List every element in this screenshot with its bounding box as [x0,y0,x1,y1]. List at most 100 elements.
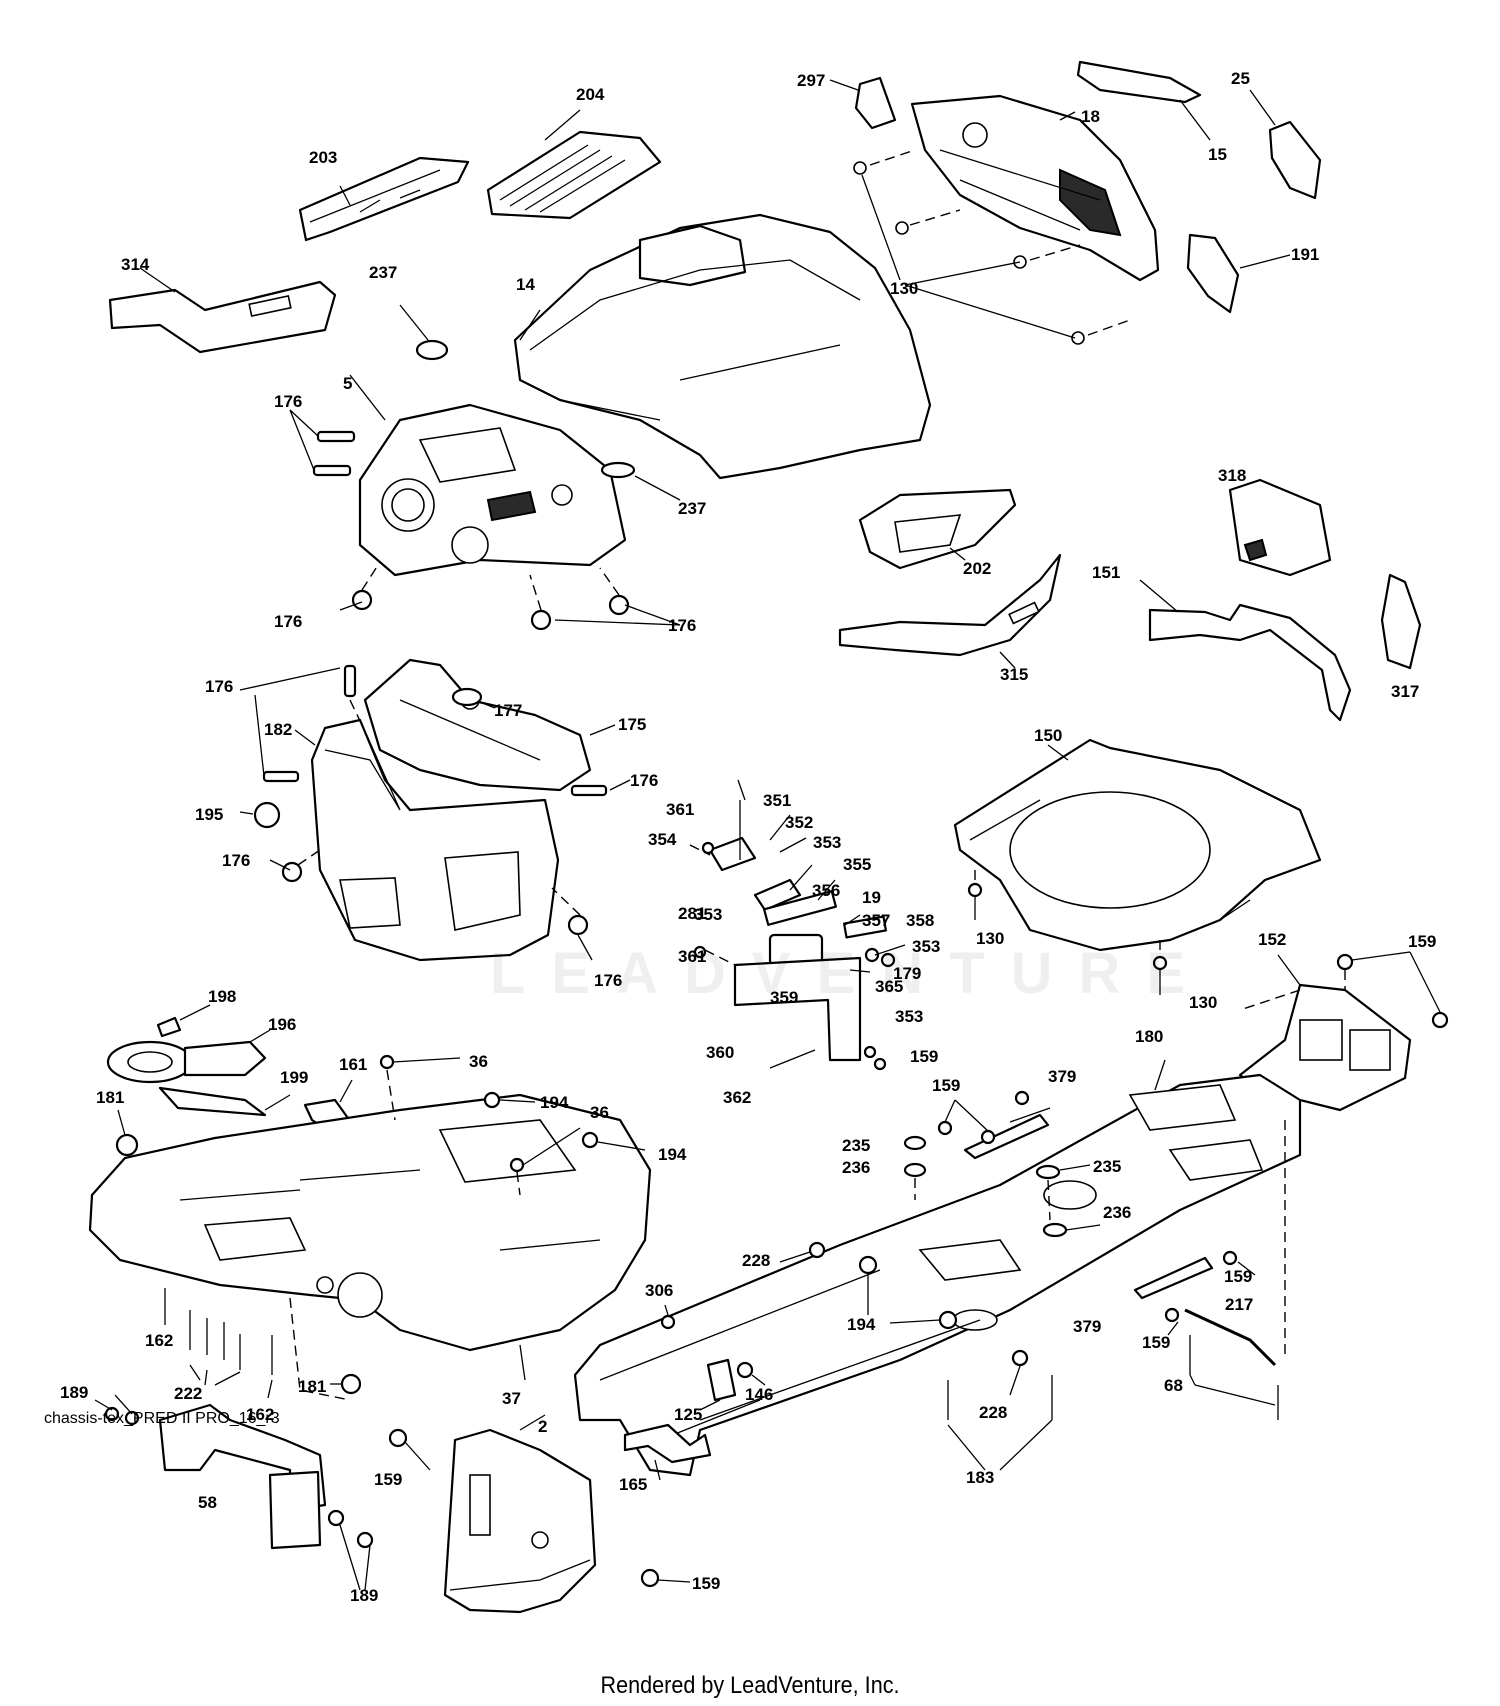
part-379-a [963,1113,1050,1160]
label-365: 365 [875,977,903,996]
label-181-b: 181 [298,1377,326,1396]
label-189-a: 189 [60,1383,88,1402]
part-58 [94,1394,374,1591]
part-18 [910,94,1160,282]
part-297 [854,76,897,130]
render-credit: Rendered by LeadVenture, Inc. [600,1672,900,1699]
label-379-b: 379 [1073,1317,1101,1336]
nut-194-b [858,1255,878,1275]
label-318: 318 [1218,466,1246,485]
label-235-a: 235 [842,1136,870,1155]
label-176-c: 176 [668,616,696,635]
part-314 [108,267,337,354]
label-317: 317 [1391,682,1419,701]
part-125 [706,1358,737,1402]
label-36-a: 36 [469,1052,488,1071]
label-361-a: 361 [666,800,694,819]
bolts-159-mid [937,1090,1256,1336]
label-152: 152 [1258,930,1286,949]
label-236-b: 236 [1103,1203,1131,1222]
label-159-a: 159 [910,1047,938,1066]
label-150: 150 [1034,726,1062,745]
nuts-194 [483,1091,646,1151]
screws-130-top [853,149,1131,345]
label-130-b: 130 [976,929,1004,948]
label-353-d: 353 [895,1007,923,1026]
part-204 [486,109,662,220]
label-159-b: 159 [1408,932,1436,951]
part-177 [451,687,496,709]
part-306 [660,1314,676,1330]
part-175 [363,658,616,792]
part-199 [158,1086,267,1117]
label-314: 314 [121,255,150,274]
label-281: 281 [678,904,706,923]
bolts-36 [379,1054,581,1196]
label-179: 179 [893,964,921,983]
label-196: 196 [268,1015,296,1034]
label-159-g: 159 [692,1574,720,1593]
part-15 [1076,60,1202,104]
part-191 [1186,233,1240,314]
fasteners-176-b [239,664,631,961]
label-191: 191 [1291,245,1319,264]
label-58: 58 [198,1493,217,1512]
label-237-b: 237 [678,499,706,518]
part-202 [858,488,1017,570]
part-5 [349,374,627,577]
part-315 [838,553,1062,669]
part-228-b [1011,1349,1029,1367]
label-68: 68 [1164,1376,1183,1395]
label-151: 151 [1092,563,1120,582]
label-357: 357 [862,911,890,930]
label-175: 175 [618,715,646,734]
label-195: 195 [195,805,223,824]
washers-235-236 [903,1135,1101,1238]
part-379-b [1133,1256,1214,1300]
label-5: 5 [343,374,352,393]
label-353-c: 353 [912,937,940,956]
part-150 [953,738,1322,952]
label-182: 182 [264,720,292,739]
part-198 [156,1016,182,1038]
label-236-a: 236 [842,1158,870,1177]
bolts-162-222 [164,1288,273,1399]
label-198: 198 [208,987,236,1006]
part-237-plug [415,339,449,361]
label-176-e: 176 [630,771,658,790]
diagram-id: chassis-tex_PRED II PRO_16_r3 [44,1410,280,1427]
part-181-a [115,1133,139,1157]
label-159-e: 159 [1142,1333,1170,1352]
label-228-a: 228 [742,1251,770,1270]
part-217-rod [1184,1120,1286,1420]
linkage-assembly [689,779,906,1071]
label-359: 359 [770,988,798,1007]
bolt-159-a [388,1428,408,1448]
label-203: 203 [309,148,337,167]
label-297: 297 [797,71,825,90]
label-199: 199 [280,1068,308,1087]
label-159-c: 159 [932,1076,960,1095]
label-354: 354 [648,830,677,849]
label-15: 15 [1208,145,1227,164]
label-159-d: 159 [1224,1267,1252,1286]
part-196 [106,1029,271,1084]
label-379-a: 379 [1048,1067,1076,1086]
label-352: 352 [785,813,813,832]
label-165: 165 [619,1475,647,1494]
label-181-a: 181 [96,1088,124,1107]
part-317 [1380,573,1422,670]
label-315: 315 [1000,665,1028,684]
label-183: 183 [966,1468,994,1487]
bolts-183 [947,1375,1053,1471]
label-222: 222 [174,1384,202,1403]
part-181-b [340,1373,362,1395]
label-130-a: 130 [890,279,918,298]
part-2 [443,1414,597,1614]
label-356: 356 [812,881,840,900]
label-2: 2 [538,1417,547,1436]
label-362: 362 [723,1088,751,1107]
nut-194-c [938,1310,958,1330]
part-203 [298,156,470,242]
